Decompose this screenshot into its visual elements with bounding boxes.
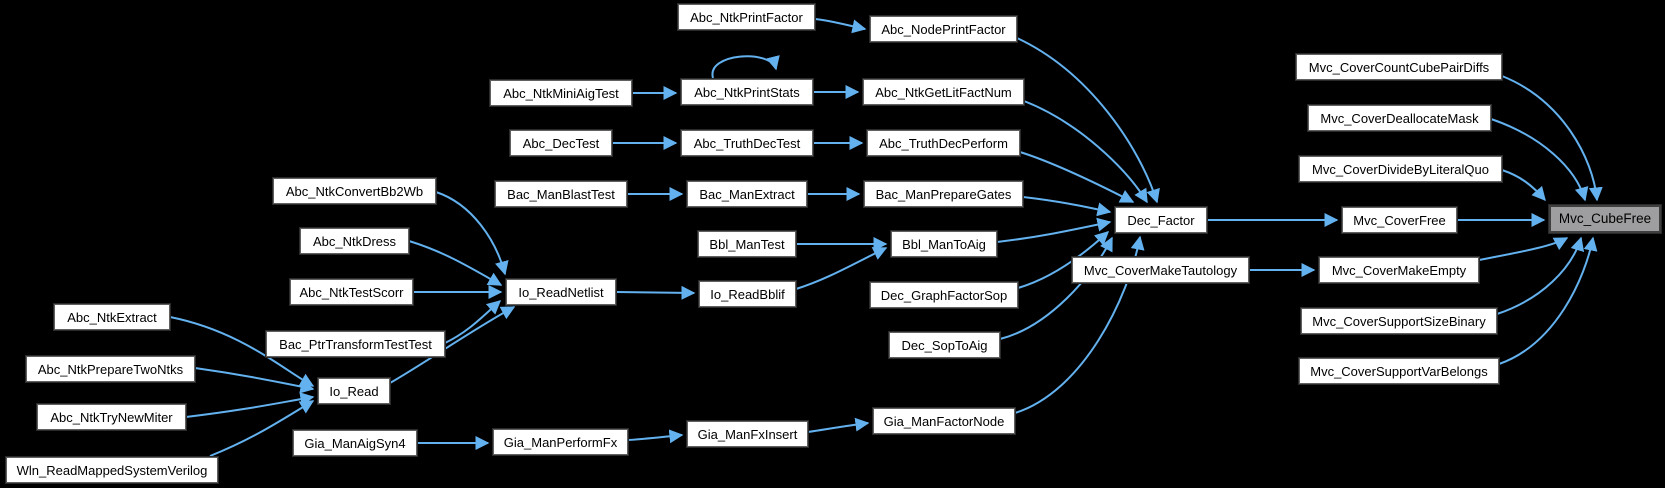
node-Bbl_ManTest[interactable]: Bbl_ManTest <box>697 230 797 258</box>
node-Abc_NtkConvertBb2Wb[interactable]: Abc_NtkConvertBb2Wb <box>272 177 437 205</box>
node-Abc_NtkMiniAigTest[interactable]: Abc_NtkMiniAigTest <box>489 79 633 107</box>
node-Mvc_CoverMakeEmpty[interactable]: Mvc_CoverMakeEmpty <box>1318 256 1480 284</box>
node-Abc_NtkPrepareTwoNtks[interactable]: Abc_NtkPrepareTwoNtks <box>25 355 196 383</box>
edge-Gia_ManFxInsert-to-Gia_ManFactorNode <box>807 417 870 433</box>
node-Mvc_CubeFree-target: Mvc_CubeFree <box>1548 204 1662 234</box>
edge-Mvc_CoverCountCubePairDiffs-to-Mvc_CubeFree <box>1501 75 1603 202</box>
edge-Abc_NtkPrintFactor-to-Abc_NodePrintFactor <box>814 18 867 34</box>
edge-Abc_NtkPrepareTwoNtks-to-Io_Read <box>194 367 315 394</box>
node-Gia_ManFxInsert[interactable]: Gia_ManFxInsert <box>686 420 809 448</box>
edge-Io_ReadNetlist-to-Io_ReadBblif <box>615 285 696 300</box>
node-Io_ReadNetlist[interactable]: Io_ReadNetlist <box>505 278 617 306</box>
node-Abc_NtkExtract[interactable]: Abc_NtkExtract <box>53 303 171 331</box>
node-Bac_ManPrepareGates[interactable]: Bac_ManPrepareGates <box>863 180 1024 208</box>
edge-Io_Read-to-Io_ReadNetlist <box>389 306 516 384</box>
edge-Abc_NtkTryNewMiter-to-Io_Read <box>185 392 315 418</box>
node-Abc_NtkTryNewMiter[interactable]: Abc_NtkTryNewMiter <box>36 403 187 431</box>
node-Mvc_CoverSupportSizeBinary[interactable]: Mvc_CoverSupportSizeBinary <box>1300 307 1498 335</box>
node-Dec_GraphFactorSop[interactable]: Dec_GraphFactorSop <box>869 281 1019 309</box>
node-Mvc_CoverDeallocateMask[interactable]: Mvc_CoverDeallocateMask <box>1307 104 1492 132</box>
node-Abc_NtkGetLitFactNum[interactable]: Abc_NtkGetLitFactNum <box>862 78 1025 106</box>
node-Mvc_CoverDivideByLiteralQuo[interactable]: Mvc_CoverDivideByLiteralQuo <box>1298 155 1503 183</box>
node-Abc_TruthDecTest[interactable]: Abc_TruthDecTest <box>680 129 814 157</box>
edge-Abc_NodePrintFactor-to-Dec_Factor <box>1016 37 1160 204</box>
edge-Wln_ReadMappedSystemVerilog-to-Io_Read <box>209 400 315 457</box>
edge-Mvc_CoverSupportVarBelongs-to-Mvc_CubeFree <box>1498 236 1598 365</box>
node-Abc_NtkPrintStats[interactable]: Abc_NtkPrintStats <box>680 78 814 106</box>
edge-Mvc_CoverDeallocateMask-to-Mvc_CubeFree <box>1490 118 1589 202</box>
node-Mvc_CoverSupportVarBelongs[interactable]: Mvc_CoverSupportVarBelongs <box>1298 357 1500 385</box>
node-Bbl_ManToAig[interactable]: Bbl_ManToAig <box>890 230 998 258</box>
edge-Io_ReadBblif-to-Bbl_ManToAig <box>795 247 888 290</box>
node-Bac_ManBlastTest[interactable]: Bac_ManBlastTest <box>494 180 628 208</box>
edge-Bac_ManPrepareGates-to-Dec_Factor <box>1022 196 1112 217</box>
edge-Dec_SopToAig-to-Dec_Factor <box>999 236 1113 340</box>
node-Mvc_CoverMakeTautology[interactable]: Mvc_CoverMakeTautology <box>1071 256 1250 284</box>
edge-Abc_NtkConvertBb2Wb-to-Io_ReadNetlist <box>435 191 509 276</box>
node-Abc_NodePrintFactor[interactable]: Abc_NodePrintFactor <box>869 15 1018 43</box>
node-Abc_TruthDecPerform[interactable]: Abc_TruthDecPerform <box>866 129 1021 157</box>
edge-Abc_NtkExtract-to-Io_Read <box>169 316 315 387</box>
node-Wln_ReadMappedSystemVerilog[interactable]: Wln_ReadMappedSystemVerilog <box>5 456 219 484</box>
edge-Abc_NtkPrintStats-self-loop <box>711 55 780 79</box>
edge-Gia_ManPerformFx-to-Gia_ManFxInsert <box>627 429 684 444</box>
edge-Bbl_ManToAig-to-Dec_Factor <box>996 217 1112 243</box>
edge-Abc_NtkGetLitFactNum-to-Dec_Factor <box>1023 100 1148 204</box>
edge-Abc_NtkDress-to-Io_ReadNetlist <box>408 240 503 286</box>
node-Mvc_CoverFree[interactable]: Mvc_CoverFree <box>1341 206 1458 234</box>
node-Dec_SopToAig[interactable]: Dec_SopToAig <box>888 331 1001 359</box>
node-Mvc_CoverCountCubePairDiffs[interactable]: Mvc_CoverCountCubePairDiffs <box>1295 53 1503 81</box>
edge-Mvc_CoverMakeEmpty-to-Mvc_CubeFree <box>1478 237 1569 261</box>
edge-Mvc_CoverDivideByLiteralQuo-to-Mvc_CubeFree <box>1501 169 1546 202</box>
node-Gia_ManPerformFx[interactable]: Gia_ManPerformFx <box>492 428 629 456</box>
node-Abc_NtkPrintFactor[interactable]: Abc_NtkPrintFactor <box>677 3 816 31</box>
node-Abc_NtkDress[interactable]: Abc_NtkDress <box>299 227 410 255</box>
edge-Abc_TruthDecPerform-to-Dec_Factor <box>1019 151 1135 203</box>
node-Gia_ManFactorNode[interactable]: Gia_ManFactorNode <box>872 407 1016 435</box>
node-Abc_NtkTestScorr[interactable]: Abc_NtkTestScorr <box>289 278 414 306</box>
node-Bac_ManExtract[interactable]: Bac_ManExtract <box>686 180 808 208</box>
node-Io_Read[interactable]: Io_Read <box>317 377 391 405</box>
edge-Dec_GraphFactorSop-to-Dec_Factor <box>1017 231 1110 289</box>
edge-Mvc_CoverSupportSizeBinary-to-Mvc_CubeFree <box>1496 236 1585 315</box>
node-Gia_ManAigSyn4[interactable]: Gia_ManAigSyn4 <box>292 429 418 457</box>
node-Abc_DecTest[interactable]: Abc_DecTest <box>509 129 613 157</box>
node-Bac_PtrTransformTestTest[interactable]: Bac_PtrTransformTestTest <box>265 330 446 358</box>
edge-Bac_PtrTransformTestTest-to-Io_ReadNetlist <box>444 300 502 344</box>
node-Io_ReadBblif[interactable]: Io_ReadBblif <box>698 280 797 308</box>
node-Dec_Factor[interactable]: Dec_Factor <box>1114 206 1208 234</box>
